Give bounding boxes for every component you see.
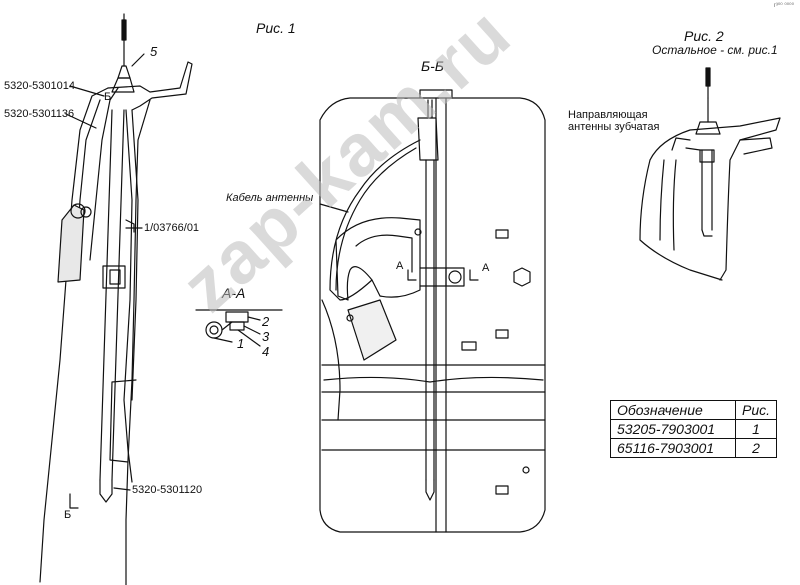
section-aa-drawing bbox=[195, 309, 283, 347]
label-guide-line1: Направляющая bbox=[568, 109, 648, 121]
label-section-mark-a-right: А bbox=[482, 262, 490, 274]
fig2-drawing bbox=[639, 67, 781, 281]
label-part-5320-5301014: 5320-5301014 bbox=[4, 80, 75, 92]
label-section-mark-a-left: А bbox=[396, 260, 404, 272]
spec-table: Обозначение Рис. 53205-7903001 1 65116-7… bbox=[610, 400, 778, 458]
fig2-title: Рис. 2 bbox=[684, 28, 724, 44]
label-part-5320-5301136: 5320-5301136 bbox=[4, 108, 75, 120]
fig2-subtitle: Остальное - см. рис.1 bbox=[652, 43, 778, 57]
table-row: 53205-7903001 1 bbox=[610, 419, 778, 439]
label-aa-pos-3: 3 bbox=[262, 329, 270, 344]
fig1-drawing bbox=[39, 13, 193, 585]
label-section-mark-b-bottom: Б bbox=[64, 509, 72, 521]
label-cable-antenna: Кабель антенны bbox=[226, 192, 314, 204]
label-aa-pos-4: 4 bbox=[262, 344, 270, 359]
label-pos-5: 5 bbox=[150, 44, 158, 59]
section-bb-title: Б-Б bbox=[421, 58, 444, 74]
section-aa-title: А-А bbox=[222, 285, 246, 301]
fig1-title: Рис. 1 bbox=[256, 20, 296, 36]
spec-cell-figure: 2 bbox=[734, 438, 778, 458]
section-bb-drawing bbox=[319, 89, 546, 533]
spec-cell-designation: 53205-7903001 bbox=[610, 419, 736, 439]
corner-mark: г³⁰⁰ ⁰⁰⁰⁰ bbox=[773, 3, 794, 9]
label-aa-pos-1: 1 bbox=[237, 336, 245, 351]
label-aa-pos-2: 2 bbox=[262, 314, 270, 329]
label-part-1-03766-01: 1/03766/01 bbox=[144, 222, 200, 234]
spec-cell-figure: 1 bbox=[734, 419, 778, 439]
spec-header-figure: Рис. bbox=[734, 400, 778, 420]
table-row: 65116-7903001 2 bbox=[610, 438, 778, 458]
label-part-5320-5301120: 5320-5301120 bbox=[132, 484, 203, 496]
spec-cell-designation: 65116-7903001 bbox=[610, 438, 736, 458]
spec-table-header: Обозначение Рис. bbox=[610, 400, 778, 420]
spec-header-designation: Обозначение bbox=[610, 400, 736, 420]
label-guide-line2: антенны зубчатая bbox=[568, 121, 660, 133]
label-section-mark-b-top: Б bbox=[104, 91, 112, 103]
